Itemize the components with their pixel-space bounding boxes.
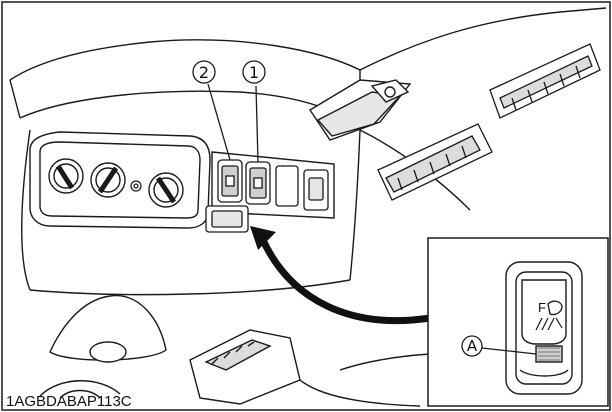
switch-lower bbox=[205, 205, 249, 233]
inset-a-leader bbox=[481, 347, 537, 355]
work-light-icon-letter: F bbox=[538, 300, 546, 315]
switch-2 bbox=[217, 159, 243, 203]
callout-2-label: 2 bbox=[199, 63, 209, 82]
lower-console bbox=[39, 295, 431, 407]
dome-light bbox=[309, 79, 412, 141]
callout-2: 2 bbox=[192, 60, 216, 84]
callout-1: 1 bbox=[242, 60, 266, 84]
reference-code: 1AGBDABAP113C bbox=[6, 393, 132, 410]
air-vent-right bbox=[489, 43, 601, 119]
callout-leaders bbox=[207, 83, 259, 163]
inset-callout-a-label: A bbox=[467, 337, 478, 355]
work-light-icon: F bbox=[535, 300, 563, 331]
callout-1-label: 1 bbox=[249, 63, 259, 82]
switch-blank-2 bbox=[303, 169, 329, 211]
switch-1 bbox=[245, 161, 271, 205]
knob-left bbox=[48, 158, 84, 194]
knob-right bbox=[148, 172, 184, 208]
switch-blank-1 bbox=[275, 165, 299, 207]
knob-center bbox=[90, 162, 126, 198]
air-vent-middle bbox=[377, 123, 493, 201]
inset-callout-a: A bbox=[461, 335, 483, 357]
inset-detail-box: F A bbox=[427, 237, 609, 407]
pointer-arrow bbox=[250, 226, 434, 325]
indicator-dot bbox=[130, 180, 142, 192]
inset-switch-bezel bbox=[505, 261, 583, 395]
